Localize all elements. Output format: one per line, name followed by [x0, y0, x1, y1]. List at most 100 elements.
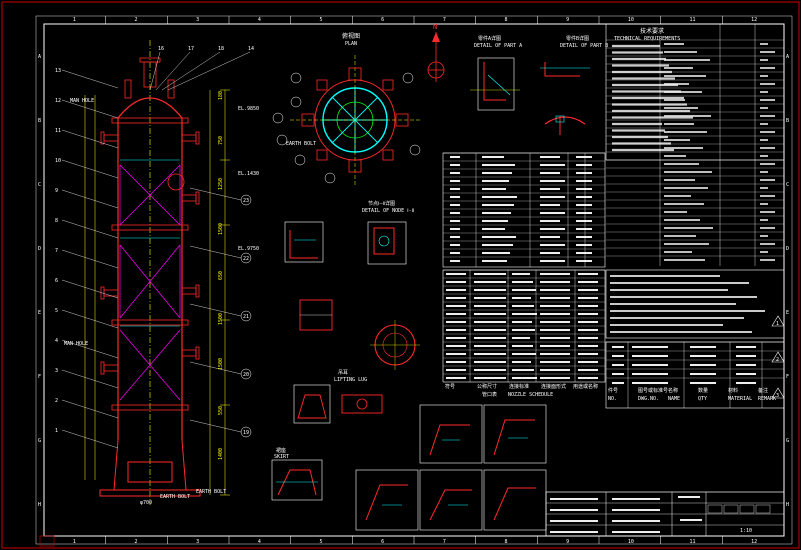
elevation-dim-6: 1500	[218, 358, 224, 370]
callout-left-13: 13	[55, 68, 61, 74]
callout-right-21: 21	[243, 314, 249, 320]
detail-a-subtitle: DETAIL OF PART A	[474, 43, 522, 49]
column-label-2: 2	[135, 17, 138, 23]
callout-left-12: 12	[55, 98, 61, 104]
packing-bed-lower	[119, 329, 181, 401]
column-label-bottom-8: 8	[505, 539, 508, 545]
parts-header-5: 备注	[758, 387, 768, 394]
column-label-bottom-2: 2	[135, 539, 138, 545]
row-label-G: G	[38, 438, 41, 444]
column-label-5: 5	[320, 17, 323, 23]
plan-view	[272, 55, 421, 185]
distributor-plate	[120, 159, 180, 327]
bottom-parts-rows	[606, 341, 784, 408]
column-label-bottom-12: 12	[751, 539, 757, 545]
callout-left-2: 2	[55, 398, 58, 404]
corner-stamp	[39, 535, 55, 547]
nozzle-header-0: 符号	[445, 383, 455, 390]
detail-b-subtitle: DETAIL OF PART B	[560, 43, 608, 49]
detail-node-2	[367, 221, 420, 370]
column-label-10: 10	[628, 17, 634, 23]
nozzle-schedule-title: 管口表	[482, 391, 497, 398]
vessel-base-dim: φ700	[140, 500, 152, 506]
callout-right-20: 20	[243, 372, 249, 378]
callout-left-7: 7	[55, 248, 58, 254]
detail-b-title: 零件B详图	[566, 35, 589, 42]
skirt-title: 裙座	[276, 447, 286, 454]
column-label-9: 9	[566, 17, 569, 23]
row-label-H: H	[38, 502, 41, 508]
flange-mid-1	[111, 224, 189, 231]
column-label-bottom-5: 5	[320, 539, 323, 545]
row-label-right-D: D	[786, 246, 789, 252]
row-label-C: C	[38, 182, 41, 188]
design-data-table	[606, 24, 784, 266]
nozzle-schedule-subtitle: NOZZLE SCHEDULE	[508, 392, 553, 398]
parts-header-en-3: QTY	[698, 396, 707, 402]
callout-left-4: 4	[55, 338, 58, 344]
elevation-dim-5: 1500	[218, 313, 224, 325]
row-label-D: D	[38, 246, 41, 252]
callout-left-6: 6	[55, 278, 58, 284]
column-label-7: 7	[443, 17, 446, 23]
title-block	[545, 491, 785, 537]
parts-header-1: 图号或标准号	[638, 387, 668, 394]
column-label-11: 11	[690, 17, 696, 23]
vessel-top-head	[117, 97, 183, 119]
column-label-bottom-7: 7	[443, 539, 446, 545]
column-label-4: 4	[258, 17, 261, 23]
parts-header-en-0: NO.	[608, 396, 617, 402]
flange-mid-2	[111, 319, 189, 326]
column-label-6: 6	[381, 17, 384, 23]
parts-header-en-1: DWG.NO.	[638, 396, 659, 402]
parts-header-4: 材料	[728, 387, 738, 394]
column-label-bottom-11: 11	[690, 539, 696, 545]
row-label-right-F: F	[786, 374, 789, 380]
vessel-label-2: EL.9850	[238, 106, 259, 112]
callout-right-23: 23	[243, 198, 249, 204]
elevation-dim-7: 550	[218, 406, 224, 415]
parts-header-2: 名称	[668, 387, 678, 394]
callout-left-9: 9	[55, 188, 58, 194]
vessel-label-4: EL.9750	[238, 246, 259, 252]
parts-list-rows	[443, 152, 605, 267]
column-label-bottom-10: 10	[628, 539, 634, 545]
callout-top-14: 14	[248, 46, 254, 52]
packing-bed-middle	[119, 244, 181, 319]
flange-bottom	[111, 404, 189, 411]
tech-req-text-lines	[612, 44, 693, 152]
plan-view-subtitle: PLAN	[345, 41, 357, 47]
nozzle-header-3: 连接面形式	[541, 383, 566, 390]
tech-req-subtitle: TECHNICAL REQUIREMENTS	[614, 36, 680, 42]
elevation-dim-3: 1500	[218, 223, 224, 235]
nozzle-schedule-headers: 符号公称尺寸连接标准连接面形式用途或名称	[445, 383, 598, 390]
column-label-3: 3	[196, 17, 199, 23]
column-label-1: 1	[73, 17, 76, 23]
parts-header-en-5: REMARK	[758, 396, 776, 402]
column-label-bottom-9: 9	[566, 539, 569, 545]
nozzles-top	[124, 57, 175, 99]
nozzle-header-4: 用途或名称	[573, 383, 598, 390]
row-label-right-E: E	[786, 310, 789, 316]
row-label-right-B: B	[786, 118, 789, 124]
callout-right-19: 19	[243, 430, 249, 436]
elevation-dim-1: 750	[218, 136, 224, 145]
plan-callout-bubbles	[272, 72, 421, 184]
nozzle-schedule-rows	[443, 269, 605, 382]
callout-top-18: 18	[218, 46, 224, 52]
detail-node-1	[284, 221, 333, 331]
dimension-lines-right	[209, 89, 230, 496]
vessel-label-3: MAN HOLE	[64, 341, 88, 347]
row-label-E: E	[38, 310, 41, 316]
row-label-A: A	[38, 54, 41, 60]
nozzles-left	[100, 131, 119, 375]
detail-lifting-lug	[293, 384, 383, 424]
